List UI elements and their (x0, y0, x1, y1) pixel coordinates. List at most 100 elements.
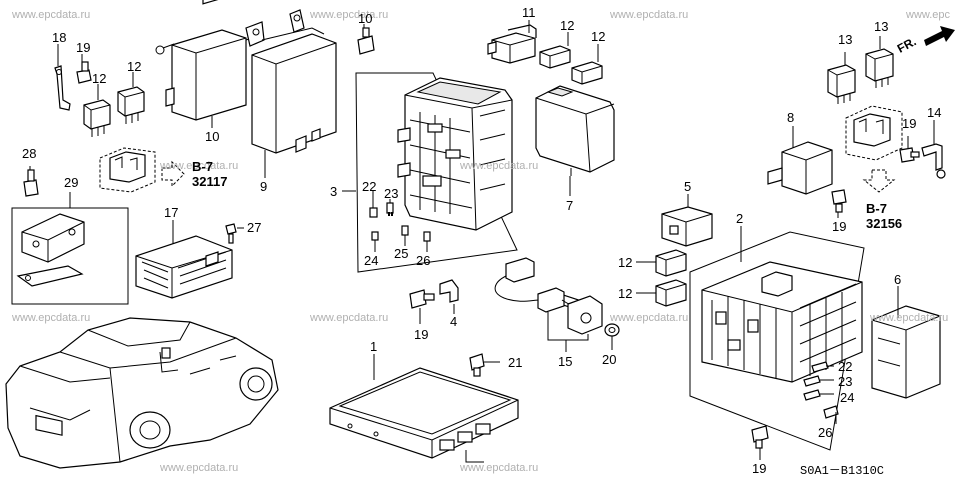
watermark: www.epcdata.ru (160, 462, 239, 474)
watermark: www.epcdata.ru (310, 9, 389, 21)
watermark: www.epcdata.ru (160, 160, 239, 172)
callout-25: 25 (394, 246, 409, 261)
part-12-relay-left-a (83, 99, 111, 137)
callout-12: 12 (618, 286, 633, 301)
callout-8: 8 (787, 110, 795, 125)
callout-19: 19 (76, 40, 91, 55)
callout-24: 24 (840, 390, 855, 405)
ref-arrow-left (161, 160, 185, 188)
callout-23: 23 (384, 186, 399, 201)
callout-1: 1 (370, 339, 378, 354)
front-direction-arrow (924, 26, 955, 46)
part-30-bolt (357, 27, 375, 55)
watermark: www.epcdata.ru (610, 9, 689, 21)
leader-lines (29, 20, 935, 460)
watermark: www.epcdata.ru (310, 312, 389, 324)
callout-10: 10 (358, 11, 373, 26)
part-12-relay-top-a (539, 45, 571, 69)
part-15-harness (494, 257, 603, 335)
part-12-relay-left-b (117, 86, 145, 124)
part-19-bolt-a (76, 61, 92, 84)
car-illustration (5, 317, 279, 469)
part-14-bracket (921, 143, 946, 179)
part-13-relay-b (865, 48, 894, 88)
callout-14: 14 (927, 105, 942, 120)
part-3-fuse-box (397, 77, 513, 231)
part-4-bracket (439, 279, 459, 303)
part-1-ecm (329, 367, 519, 463)
part-8-relay (767, 141, 833, 195)
part-3-group-outline (355, 72, 518, 273)
callout-23: 23 (838, 374, 853, 389)
part-19-bolt-c (831, 189, 847, 213)
callout-12: 12 (92, 71, 107, 86)
ref-number-left: 32117 (192, 174, 228, 189)
relay-socket-right (845, 105, 903, 161)
part-19-bolt-b (899, 147, 920, 163)
callout-12: 12 (560, 18, 575, 33)
callout-26: 26 (818, 425, 833, 440)
callout-19: 19 (752, 461, 767, 476)
part-13-relay-a (827, 64, 856, 104)
callout-28: 28 (22, 146, 37, 161)
callout-19: 19 (902, 116, 917, 131)
callout-18: 18 (52, 30, 67, 45)
part-28-screw (23, 169, 39, 197)
callout-3: 3 (330, 184, 338, 199)
callout-22: 22 (838, 359, 853, 374)
ref-arrow-right (862, 169, 896, 193)
callout-12: 12 (591, 29, 606, 44)
part-12-relay-mid-a (655, 249, 687, 277)
callout-4: 4 (450, 314, 458, 329)
watermark: www.epcdata.ru (460, 462, 539, 474)
part-7-module (535, 85, 615, 311)
watermark: www.epc (906, 9, 951, 21)
relay-socket-left (99, 147, 156, 193)
part-5-relay (661, 206, 713, 247)
watermark: www.epcdata.ru (460, 160, 539, 172)
callout-17: 17 (164, 205, 179, 220)
fuse-set-right (803, 361, 839, 419)
part-6-module (871, 305, 941, 399)
callout-9: 9 (260, 179, 268, 194)
callout-26: 26 (416, 253, 431, 268)
callout-27: 27 (247, 220, 262, 235)
callout-19: 19 (414, 327, 429, 342)
callout-24: 24 (364, 253, 379, 268)
callout-2: 2 (736, 211, 744, 226)
callout-11: 11 (522, 5, 536, 20)
callout-12: 12 (127, 59, 142, 74)
callout-21: 21 (508, 355, 523, 370)
callout-6: 6 (894, 272, 902, 287)
part-20-grommet (604, 323, 620, 337)
ref-number-right: 32156 (866, 216, 903, 231)
callout-13: 13 (874, 19, 889, 34)
part-12-relay-top-b (571, 61, 603, 85)
watermark: www.epcdata.ru (12, 9, 91, 21)
watermark: www.epcdata.ru (12, 312, 91, 324)
part-21-bolt (469, 353, 485, 377)
part-29-sensor (16, 213, 85, 287)
callout-22: 22 (362, 179, 377, 194)
part-17-control-unit (135, 235, 233, 299)
watermark: www.epcdata.ru (870, 312, 949, 324)
callout-20: 20 (602, 352, 617, 367)
watermark: www.epcdata.ru (610, 312, 689, 324)
diagram-code: S0A1－B1310C (800, 464, 885, 478)
ref-group-left: B-7 (192, 159, 213, 174)
part-19-bolt-d (751, 425, 769, 449)
callout-15: 15 (558, 354, 573, 369)
callout-10: 10 (205, 129, 220, 144)
callout-12: 12 (618, 255, 633, 270)
callout-7: 7 (566, 198, 574, 213)
part-2-fuse-box (701, 261, 863, 383)
part-12-relay-mid-b (655, 279, 687, 307)
part-9-control-unit (245, 9, 337, 154)
callout-29: 29 (64, 175, 79, 190)
callout-5: 5 (684, 179, 692, 194)
callout-19: 19 (832, 219, 847, 234)
part-27-screw (225, 223, 237, 244)
callout-13: 13 (838, 32, 853, 47)
part-10-control-unit (155, 0, 253, 121)
